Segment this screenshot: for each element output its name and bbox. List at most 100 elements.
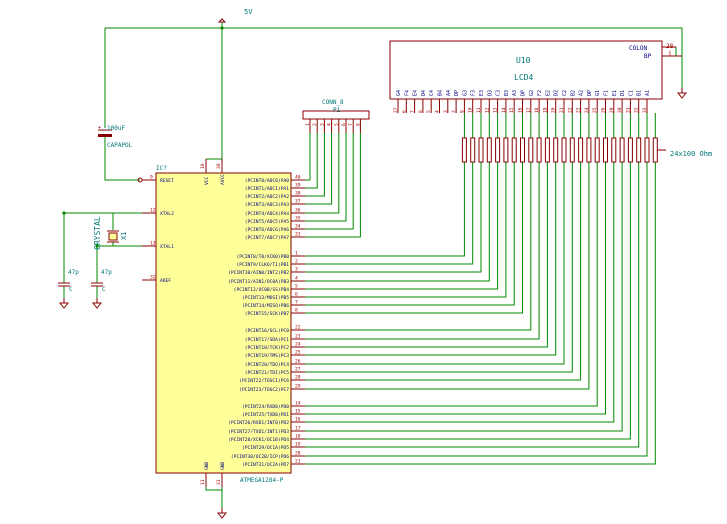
lcd-pin-number: 11 — [476, 107, 482, 113]
mcu-pin-name: (PCINT3/ADC3)PA3 — [245, 202, 289, 208]
lcd-pin-number: 31 — [625, 107, 631, 113]
resistor-body — [536, 137, 542, 163]
mcu-pin-name: (PCINT6/ADC6)PA6 — [245, 227, 289, 233]
generated-pins-layer: (PCINT0/ADC0)PA040(PCINT1/ADC1)PA139(PCI… — [150, 90, 651, 485]
crystal-body — [108, 232, 118, 241]
ground-symbol — [58, 302, 70, 309]
resistor-body — [520, 137, 525, 163]
mcu-bottom-pin-name: GND — [204, 461, 210, 470]
resistor-to-mcu-wire — [305, 162, 540, 340]
mcu-pin-name: (PCINT18/TCK)PC2 — [245, 345, 289, 351]
connector-pin-number: 2 — [312, 123, 318, 126]
cap-polarity-mark: + — [98, 125, 101, 131]
connector-ref: P1 — [333, 107, 341, 114]
mcu-pin-name: (PCINT21/TDI)PC5 — [245, 370, 289, 376]
lcd-pin-number: 19 — [542, 107, 548, 113]
resistor-body — [486, 137, 492, 163]
mcu-pin-name: (PCINT27/TXD1/INT1)PD3 — [228, 429, 289, 435]
resistor-body — [586, 137, 592, 163]
resistor-body — [611, 137, 617, 163]
resistor-to-mcu-wire — [305, 162, 565, 365]
mcu-pin-name: (PCINT17/SDA)PC1 — [245, 337, 289, 343]
lcd-pin-number: 8 — [418, 110, 424, 113]
connector-pin-number: 3 — [319, 123, 325, 126]
resistor-to-mcu-wire — [305, 162, 598, 407]
lcd-segment-label: E3 — [479, 90, 485, 96]
resistor-to-mcu-wire — [305, 162, 532, 331]
lcd-pin-number: 4 — [435, 110, 441, 113]
mcu-top-pin-number: 10 — [200, 163, 206, 169]
lcd-segment-label: A4 — [446, 90, 452, 96]
lcd-pin-number: 32 — [634, 107, 640, 113]
mcu-pin-number: 19 — [295, 442, 301, 448]
mcu-pin-name: (PCINT25/TXD0)PD1 — [242, 412, 289, 418]
mcu-top-pin-name: VCC — [204, 176, 210, 185]
lcd-pin-number: 25 — [592, 107, 598, 113]
resistor-body — [470, 137, 476, 163]
resistor-to-mcu-wire — [305, 162, 615, 423]
resistor-to-mcu-wire — [305, 162, 590, 390]
lcd-pin-number: 9 — [459, 110, 465, 113]
mcu-pin-number: 5 — [295, 284, 298, 290]
lcd-segment-label: C1 — [628, 90, 634, 96]
mcu-ref: IC? — [156, 165, 167, 172]
mcu-pin-name: (PCINT9/CLKO/T1)PB1 — [236, 262, 289, 268]
resistor-to-mcu-wire — [305, 162, 548, 348]
lcd-pin-number: 24 — [584, 107, 590, 113]
mcu-pin-name: (PCINT10/AIN0/INT2)PB2 — [228, 270, 289, 276]
lcd-pin-number: 2 — [451, 110, 457, 113]
mcu-pin-number: 28 — [295, 375, 301, 381]
junction-dot — [95, 244, 99, 248]
connector-name: CONN_8 — [322, 99, 344, 106]
lcd-pin-number: 18 — [534, 107, 540, 113]
mcu-pin-number: 40 — [295, 175, 301, 181]
mcu-top-pin-number: 30 — [216, 163, 222, 169]
lcd-segment-label: G2 — [529, 90, 535, 96]
lcd-segment-label: F3 — [471, 90, 477, 96]
lcd-body — [389, 40, 663, 100]
resistor-body — [578, 137, 584, 163]
mcu-pin-name: (PCINT5/ADC5)PA5 — [245, 219, 289, 225]
mcu-pin-name: (PCINT11/AIN1/OC0A)PB3 — [228, 279, 289, 285]
mcu-pin-name: (PCINT7/ADC7)PA7 — [245, 235, 289, 241]
mcu-pin-name: (PCINT20/TDO)PC4 — [245, 362, 289, 368]
resistor-body — [594, 137, 600, 163]
mcu-pin-number: 29 — [295, 384, 301, 390]
junction-dot — [62, 211, 66, 215]
connector-pin-number: 7 — [348, 123, 354, 126]
resistor-to-mcu-wire — [305, 162, 656, 465]
connector-pin-number: 6 — [341, 123, 347, 126]
resistor-body — [644, 137, 650, 163]
lcd-segment-label: E2 — [545, 90, 551, 96]
mcu-pin-number: 26 — [295, 359, 301, 365]
lcd-segment-label: C2 — [562, 90, 568, 96]
left-cap-ref: C — [69, 286, 73, 293]
lcd-pin-number: 23 — [576, 107, 582, 113]
lcd-segment-label: B3 — [504, 90, 510, 96]
mcu-left-pin-number: 9 — [150, 175, 153, 181]
mcu-body — [155, 172, 292, 474]
connector-pin-number: 8 — [355, 123, 361, 126]
lcd-segment-label: G1 — [595, 90, 601, 96]
mcu-pin-number: 1 — [295, 251, 298, 257]
resistor-body — [561, 137, 567, 163]
mcu-pin-name: (PCINT24/RXD0)PD0 — [242, 404, 289, 410]
resistor-body — [478, 137, 484, 163]
mcu-left-pin-name: XTAL2 — [160, 211, 174, 217]
lcd-pin-number: 7 — [410, 110, 416, 113]
pa-to-connector-wire — [305, 133, 347, 222]
lcd-segment-label: G3 — [462, 90, 468, 96]
lcd-segment-label: B1 — [637, 90, 643, 96]
mcu-pin-number: 33 — [295, 232, 301, 238]
connector-body — [302, 110, 370, 120]
lcd-segment-label: A2 — [579, 90, 585, 96]
lcd-bp-wire — [222, 27, 683, 88]
pa-to-connector-wire — [305, 133, 333, 205]
lcd-segment-label: D4 — [421, 90, 427, 96]
mcu-pin-name: (PCINT14/MISO)PB6 — [242, 303, 289, 309]
mcu-pin-number: 34 — [295, 224, 301, 230]
mcu-pin-name: (PCINT29/OC1A)PD5 — [242, 445, 289, 451]
lcd-pin-number: 5 — [426, 110, 432, 113]
lcd-pin-number: 33 — [642, 107, 648, 113]
